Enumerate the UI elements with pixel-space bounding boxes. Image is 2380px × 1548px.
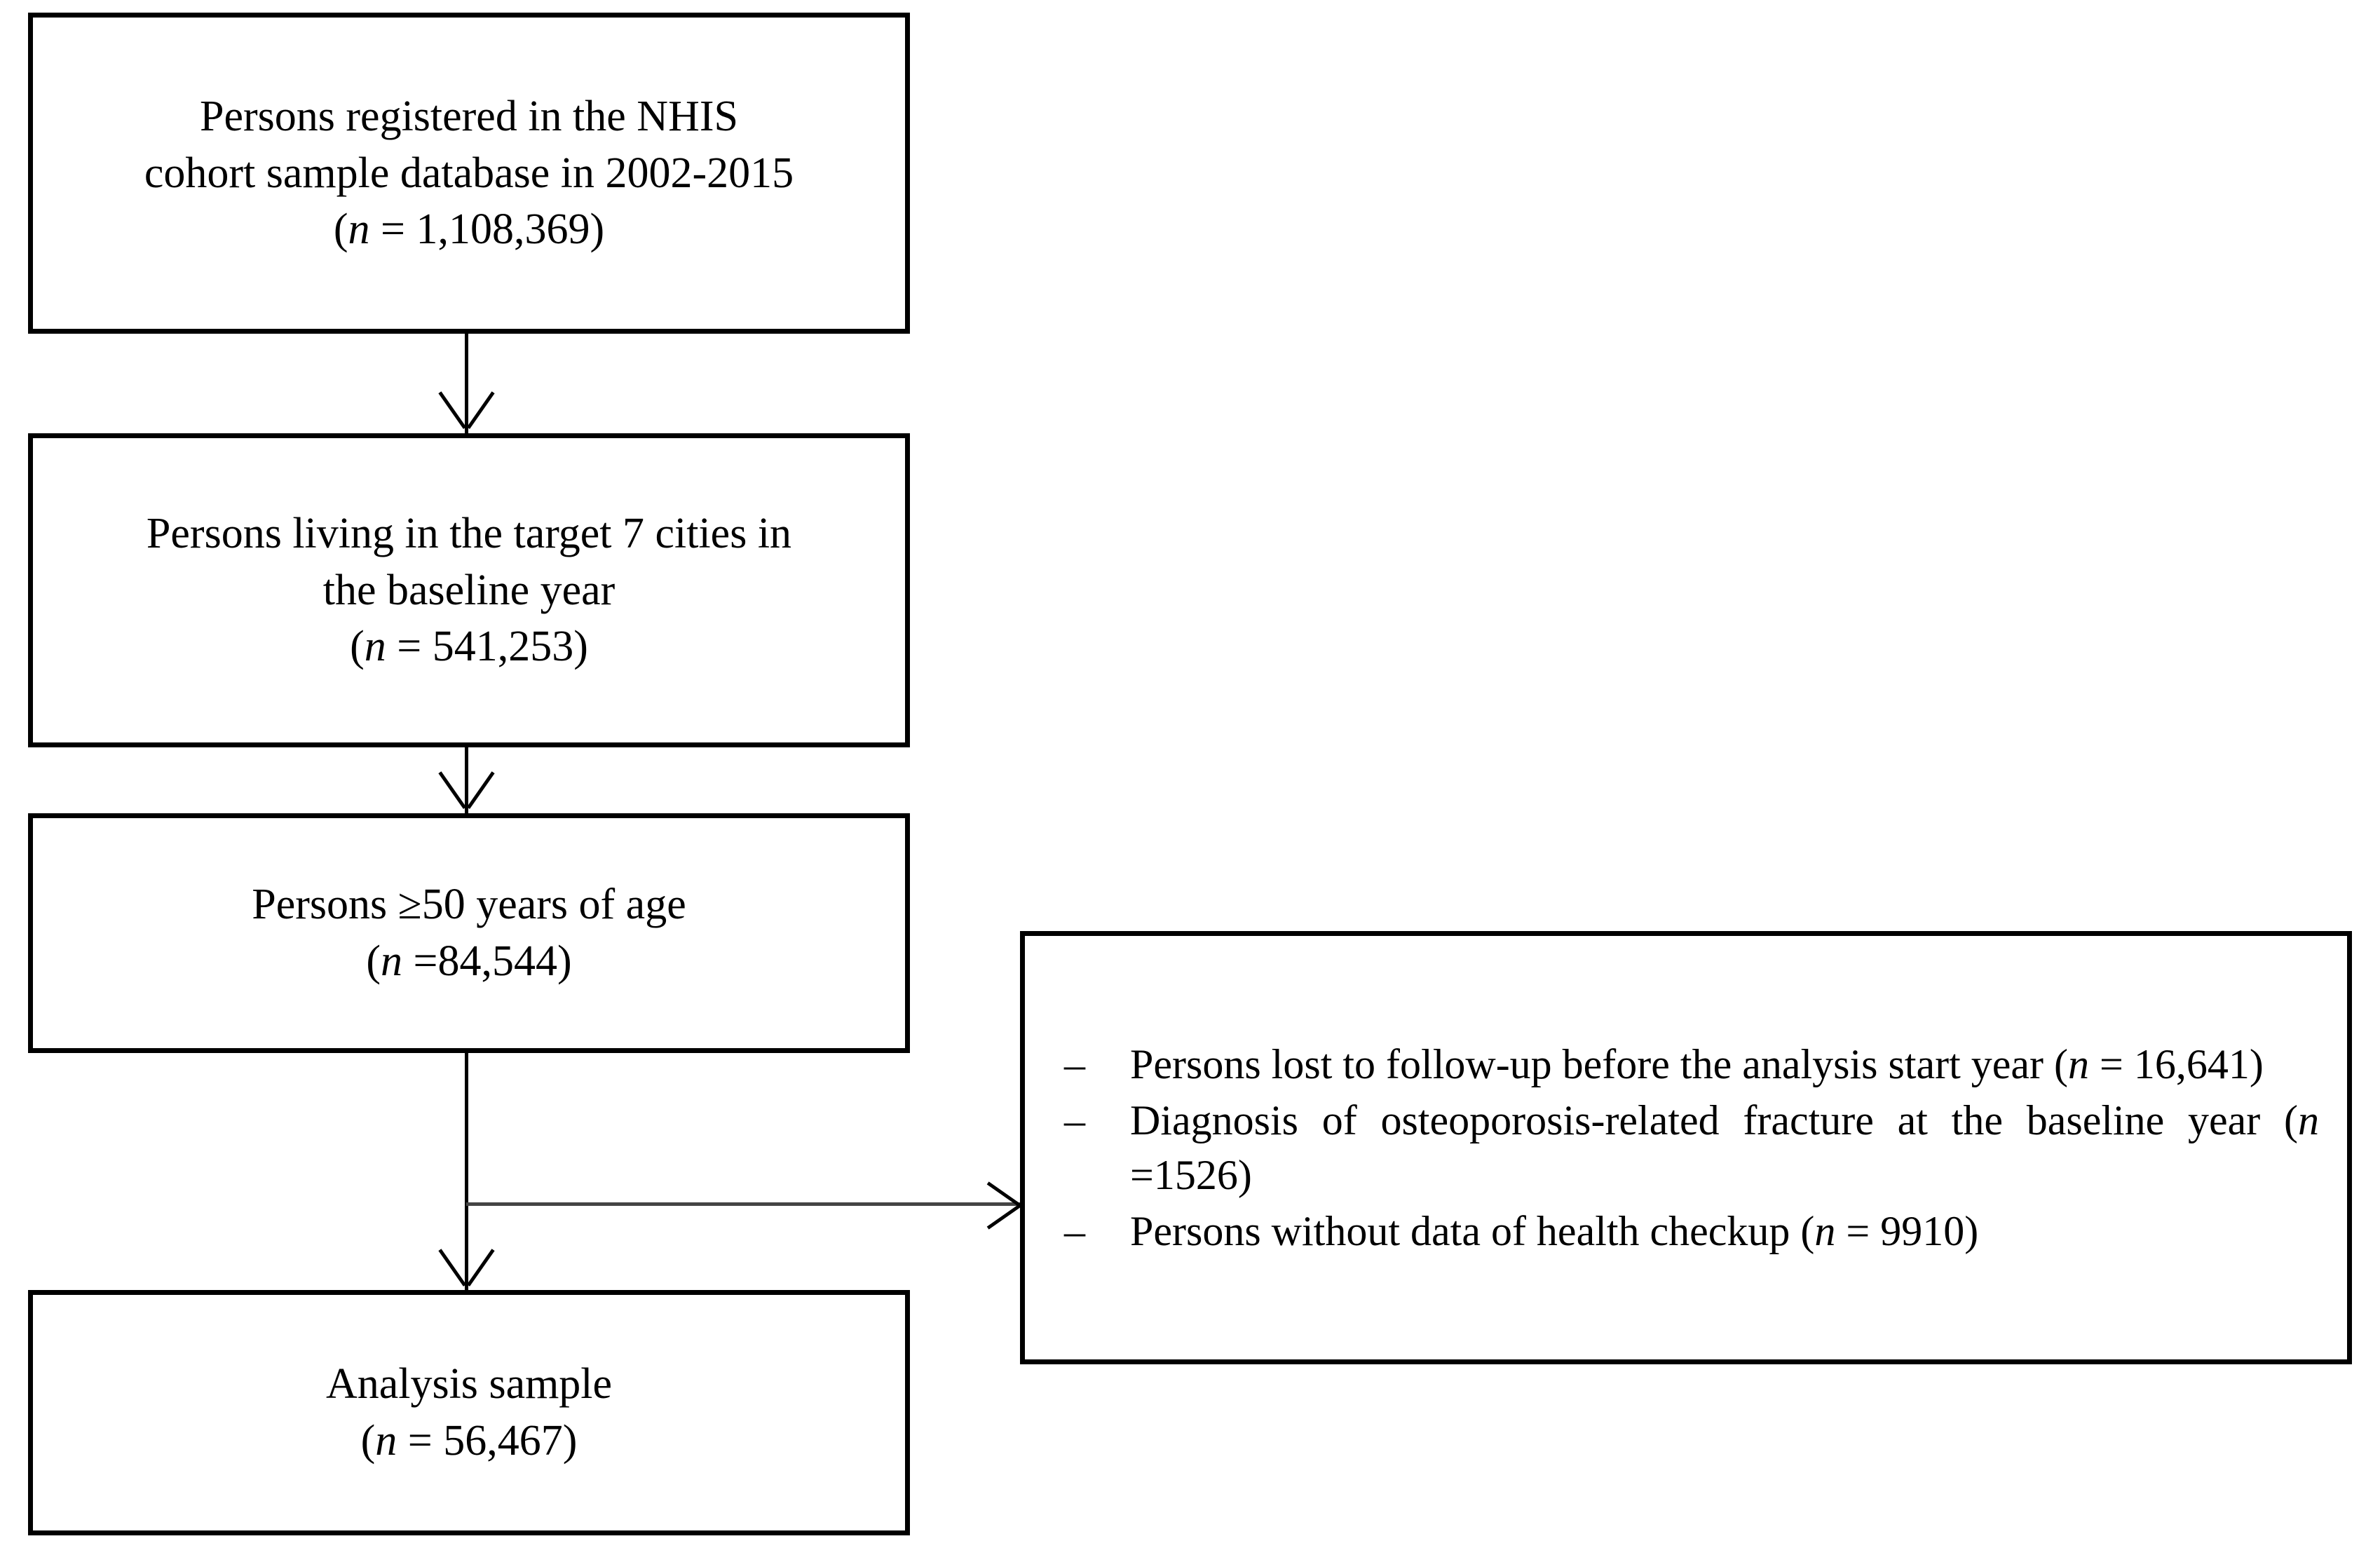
flowbox-analysis-sample-line-1: Analysis sample [325,1360,613,1408]
connector-age-50-plus-to-exclusions [466,1202,1020,1206]
flowbox-target-cities-line-2: the baseline year [322,566,616,614]
bullet-dash-icon: – [1064,1208,1085,1254]
exclusion-item-no-health-checkup-text-after: = 9910) [1835,1208,1979,1254]
flowbox-target-cities: Persons living in the target 7 cities in… [28,433,910,747]
connector-target-cities-to-age-50-plus [465,747,468,813]
flowbox-registered: Persons registered in the NHIS cohort sa… [28,13,910,334]
flowbox-age-50-plus-count: (n =84,544) [366,937,572,985]
flowbox-analysis-sample: Analysis sample (n = 56,467) [28,1290,910,1535]
exclusion-item-baseline-fracture-text-after: =1526) [1130,1152,1252,1198]
connector-age-50-plus-to-analysis-sample [465,1053,468,1290]
flowbox-registered-line-2: cohort sample database in 2002-2015 [144,149,794,197]
exclusion-item-no-health-checkup: – Persons without data of health checkup… [1047,1204,2319,1258]
flowbox-registered-count: (n = 1,108,369) [333,205,605,254]
bullet-dash-icon: – [1064,1041,1085,1087]
flowbox-age-50-plus: Persons ≥50 years of age (n =84,544) [28,813,910,1053]
flowbox-registered-line-1: Persons registered in the NHIS [200,93,738,141]
bullet-dash-icon: – [1064,1097,1085,1143]
exclusion-item-lost-to-followup-italic-n: n [2068,1041,2090,1087]
exclusion-item-baseline-fracture-italic-n: n [2298,1097,2319,1143]
exclusion-item-lost-to-followup-text-after: = 16,641) [2089,1041,2264,1087]
exclusion-item-baseline-fracture-text-before: Diagnosis of osteoporosis-related fractu… [1130,1097,2298,1143]
flowbox-target-cities-count: (n = 541,253) [350,623,588,671]
exclusion-criteria-box: – Persons lost to follow-up before the a… [1020,931,2352,1364]
exclusion-item-baseline-fracture: – Diagnosis of osteoporosis-related frac… [1047,1093,2319,1202]
exclusion-list: – Persons lost to follow-up before the a… [1047,1037,2319,1258]
connector-registered-to-target-cities [465,334,468,433]
exclusion-item-no-health-checkup-text-before: Persons without data of health checkup ( [1130,1208,1815,1254]
exclusion-item-lost-to-followup: – Persons lost to follow-up before the a… [1047,1037,2319,1092]
exclusion-item-no-health-checkup-italic-n: n [1814,1208,1836,1254]
flowbox-analysis-sample-count: (n = 56,467) [360,1417,578,1465]
exclusion-item-lost-to-followup-text-before: Persons lost to follow-up before the ana… [1130,1041,2069,1087]
flowbox-target-cities-line-1: Persons living in the target 7 cities in [146,510,792,558]
flowbox-age-50-plus-line-1: Persons ≥50 years of age [252,881,686,929]
